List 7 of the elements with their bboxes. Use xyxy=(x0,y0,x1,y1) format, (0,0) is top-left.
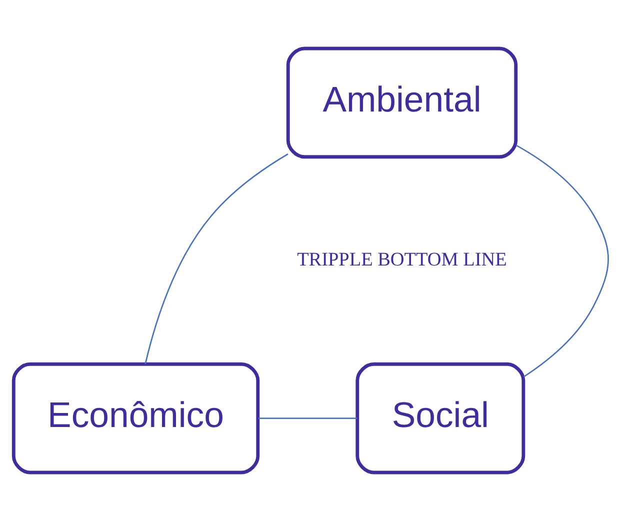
node-box: Social xyxy=(356,362,526,474)
connector xyxy=(144,152,288,364)
node-box: Econômico xyxy=(12,362,260,474)
label: TRIPPLE BOTTOM LINE xyxy=(297,249,507,270)
connector xyxy=(516,144,609,377)
node-box: Ambiental xyxy=(286,46,518,158)
connector xyxy=(258,417,358,418)
